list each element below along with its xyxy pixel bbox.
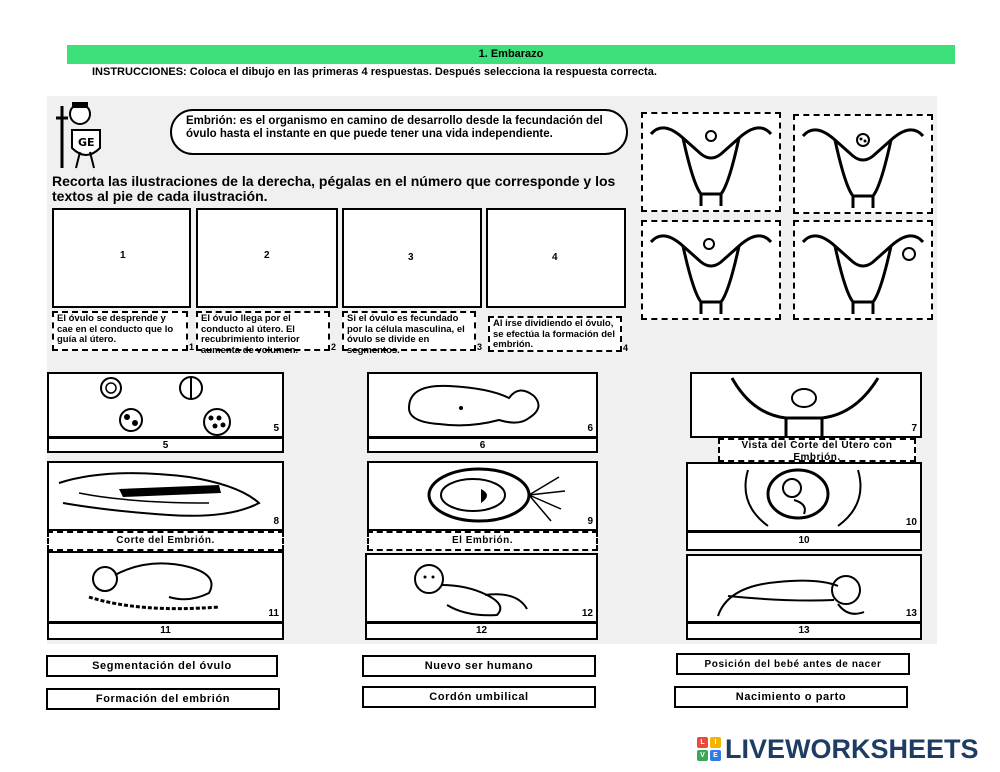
cut-instruction: Recorta las ilustraciones de la derecha,… <box>52 173 616 204</box>
cell-corner-number: 7 <box>911 423 917 434</box>
uterus-section-icon <box>730 377 880 436</box>
uterus-cutout-4[interactable] <box>793 220 933 320</box>
answer-cordon-umbilical[interactable]: Cordón umbilical <box>362 686 596 708</box>
cell-11-label: 11 <box>47 622 284 640</box>
knight-mascot-icon: GE <box>56 102 101 169</box>
caption-number: 3 <box>476 341 482 352</box>
cell-7-label: Vista del Corte del Útero con Embrión. <box>718 438 916 463</box>
cell-corner-number: 11 <box>268 608 279 619</box>
answer-formacion-embrion[interactable]: Formación del embrión <box>46 688 280 710</box>
drop-frame-1[interactable]: 1 <box>52 208 191 308</box>
answer-nacimiento-parto[interactable]: Nacimiento o parto <box>674 686 908 708</box>
cell-6-label: 6 <box>367 437 598 453</box>
drop-frame-3[interactable]: 3 <box>342 208 482 308</box>
cell-12-label: 12 <box>365 622 598 640</box>
cell-7-uterus-section: 7 <box>690 372 922 438</box>
cell-10-fetus-uterus: 10 <box>686 462 922 532</box>
cell-corner-number: 10 <box>905 517 917 528</box>
answer-segmentacion[interactable]: Segmentación del óvulo <box>46 655 278 677</box>
cell-12-baby: 12 <box>365 553 598 623</box>
liveworksheets-logo-icon: L I V E <box>697 737 721 761</box>
liveworksheets-logo[interactable]: L I V E LIVEWORKSHEETS <box>697 733 993 765</box>
caption-3: Si el óvulo es fecundado por la célula m… <box>342 311 482 355</box>
answer-posicion-bebe[interactable]: Posición del bebé antes de nacer <box>676 653 910 675</box>
baby-icon <box>414 564 528 617</box>
embryo-section-icon <box>58 472 261 517</box>
logo-letter: E <box>710 750 721 761</box>
cell-6-early-embryo: 6 <box>367 372 598 438</box>
uterus-cutout-1[interactable] <box>641 112 781 212</box>
fetus-icon <box>88 562 220 611</box>
cell-corner-number: 12 <box>581 608 593 619</box>
embryo-definition: Embrión: es el organismo en camino de de… <box>170 109 628 155</box>
drop-frame-4[interactable]: 4 <box>486 208 626 308</box>
caption-number: 1 <box>188 341 194 352</box>
logo-letter: V <box>697 750 708 761</box>
instructions-text: INSTRUCCIONES: Coloca el dibujo en las p… <box>92 66 657 78</box>
drop-frame-2[interactable]: 2 <box>196 208 338 308</box>
uterus-icon <box>801 128 925 208</box>
birth-position-icon <box>717 575 865 617</box>
cell-8-embryo-section: 8 <box>47 461 284 531</box>
caption-number: 4 <box>622 342 628 353</box>
uterus-cutout-2[interactable] <box>793 114 933 214</box>
fetus-in-uterus-icon <box>744 468 862 527</box>
embryo-icon <box>427 467 566 523</box>
uterus-cutout-3[interactable] <box>641 220 781 320</box>
cell-11-fetus: 11 <box>47 551 284 623</box>
uterus-icon <box>649 234 773 314</box>
caption-2: El óvulo llega por el conducto al útero.… <box>196 311 336 355</box>
cell-corner-number: 5 <box>273 423 279 434</box>
caption-4: Al irse dividiendo el óvulo, se efectúa … <box>488 316 628 353</box>
caption-text: Si el óvulo es fecundado por la célula m… <box>347 313 465 356</box>
cell-corner-number: 8 <box>273 516 279 527</box>
uterus-icon <box>801 234 925 314</box>
cell-9-label: El Embrión. <box>367 531 598 551</box>
early-embryo-icon <box>407 384 540 427</box>
cell-corner-number: 13 <box>905 608 917 619</box>
caption-number: 2 <box>330 341 336 352</box>
frame-number: 2 <box>264 250 270 261</box>
cell-5-egg-division: 5 <box>47 372 284 438</box>
cell-corner-number: 6 <box>587 423 593 434</box>
cell-5-label: 5 <box>47 437 284 453</box>
brand-name: LIVEWORKSHEETS <box>725 733 979 764</box>
uterus-icon <box>649 126 773 206</box>
cell-13-birth-position: 13 <box>686 554 922 623</box>
caption-text: El óvulo llega por el conducto al útero.… <box>201 313 300 356</box>
cell-10-label: 10 <box>686 531 922 551</box>
caption-text: El óvulo se desprende y cae en el conduc… <box>57 313 174 345</box>
cell-13-label: 13 <box>686 622 922 640</box>
egg-division-icon <box>100 376 231 436</box>
logo-letter: L <box>697 737 708 748</box>
answer-nuevo-ser-humano[interactable]: Nuevo ser humano <box>362 655 596 677</box>
frame-number: 1 <box>120 250 126 261</box>
logo-letter: I <box>710 737 721 748</box>
worksheet-title-bar: 1. Embarazo <box>67 45 955 64</box>
frame-number: 4 <box>552 252 558 263</box>
caption-1: El óvulo se desprende y cae en el conduc… <box>52 311 194 352</box>
frame-number: 3 <box>408 252 414 263</box>
cell-8-label: Corte del Embrión. <box>47 531 284 551</box>
cell-9-embryo: 9 <box>367 461 598 531</box>
worksheet-title: 1. Embarazo <box>478 48 544 60</box>
svg-text:GE: GE <box>78 136 95 149</box>
caption-text: Al irse dividiendo el óvulo, se efectúa … <box>493 318 615 350</box>
cell-corner-number: 9 <box>587 516 593 527</box>
